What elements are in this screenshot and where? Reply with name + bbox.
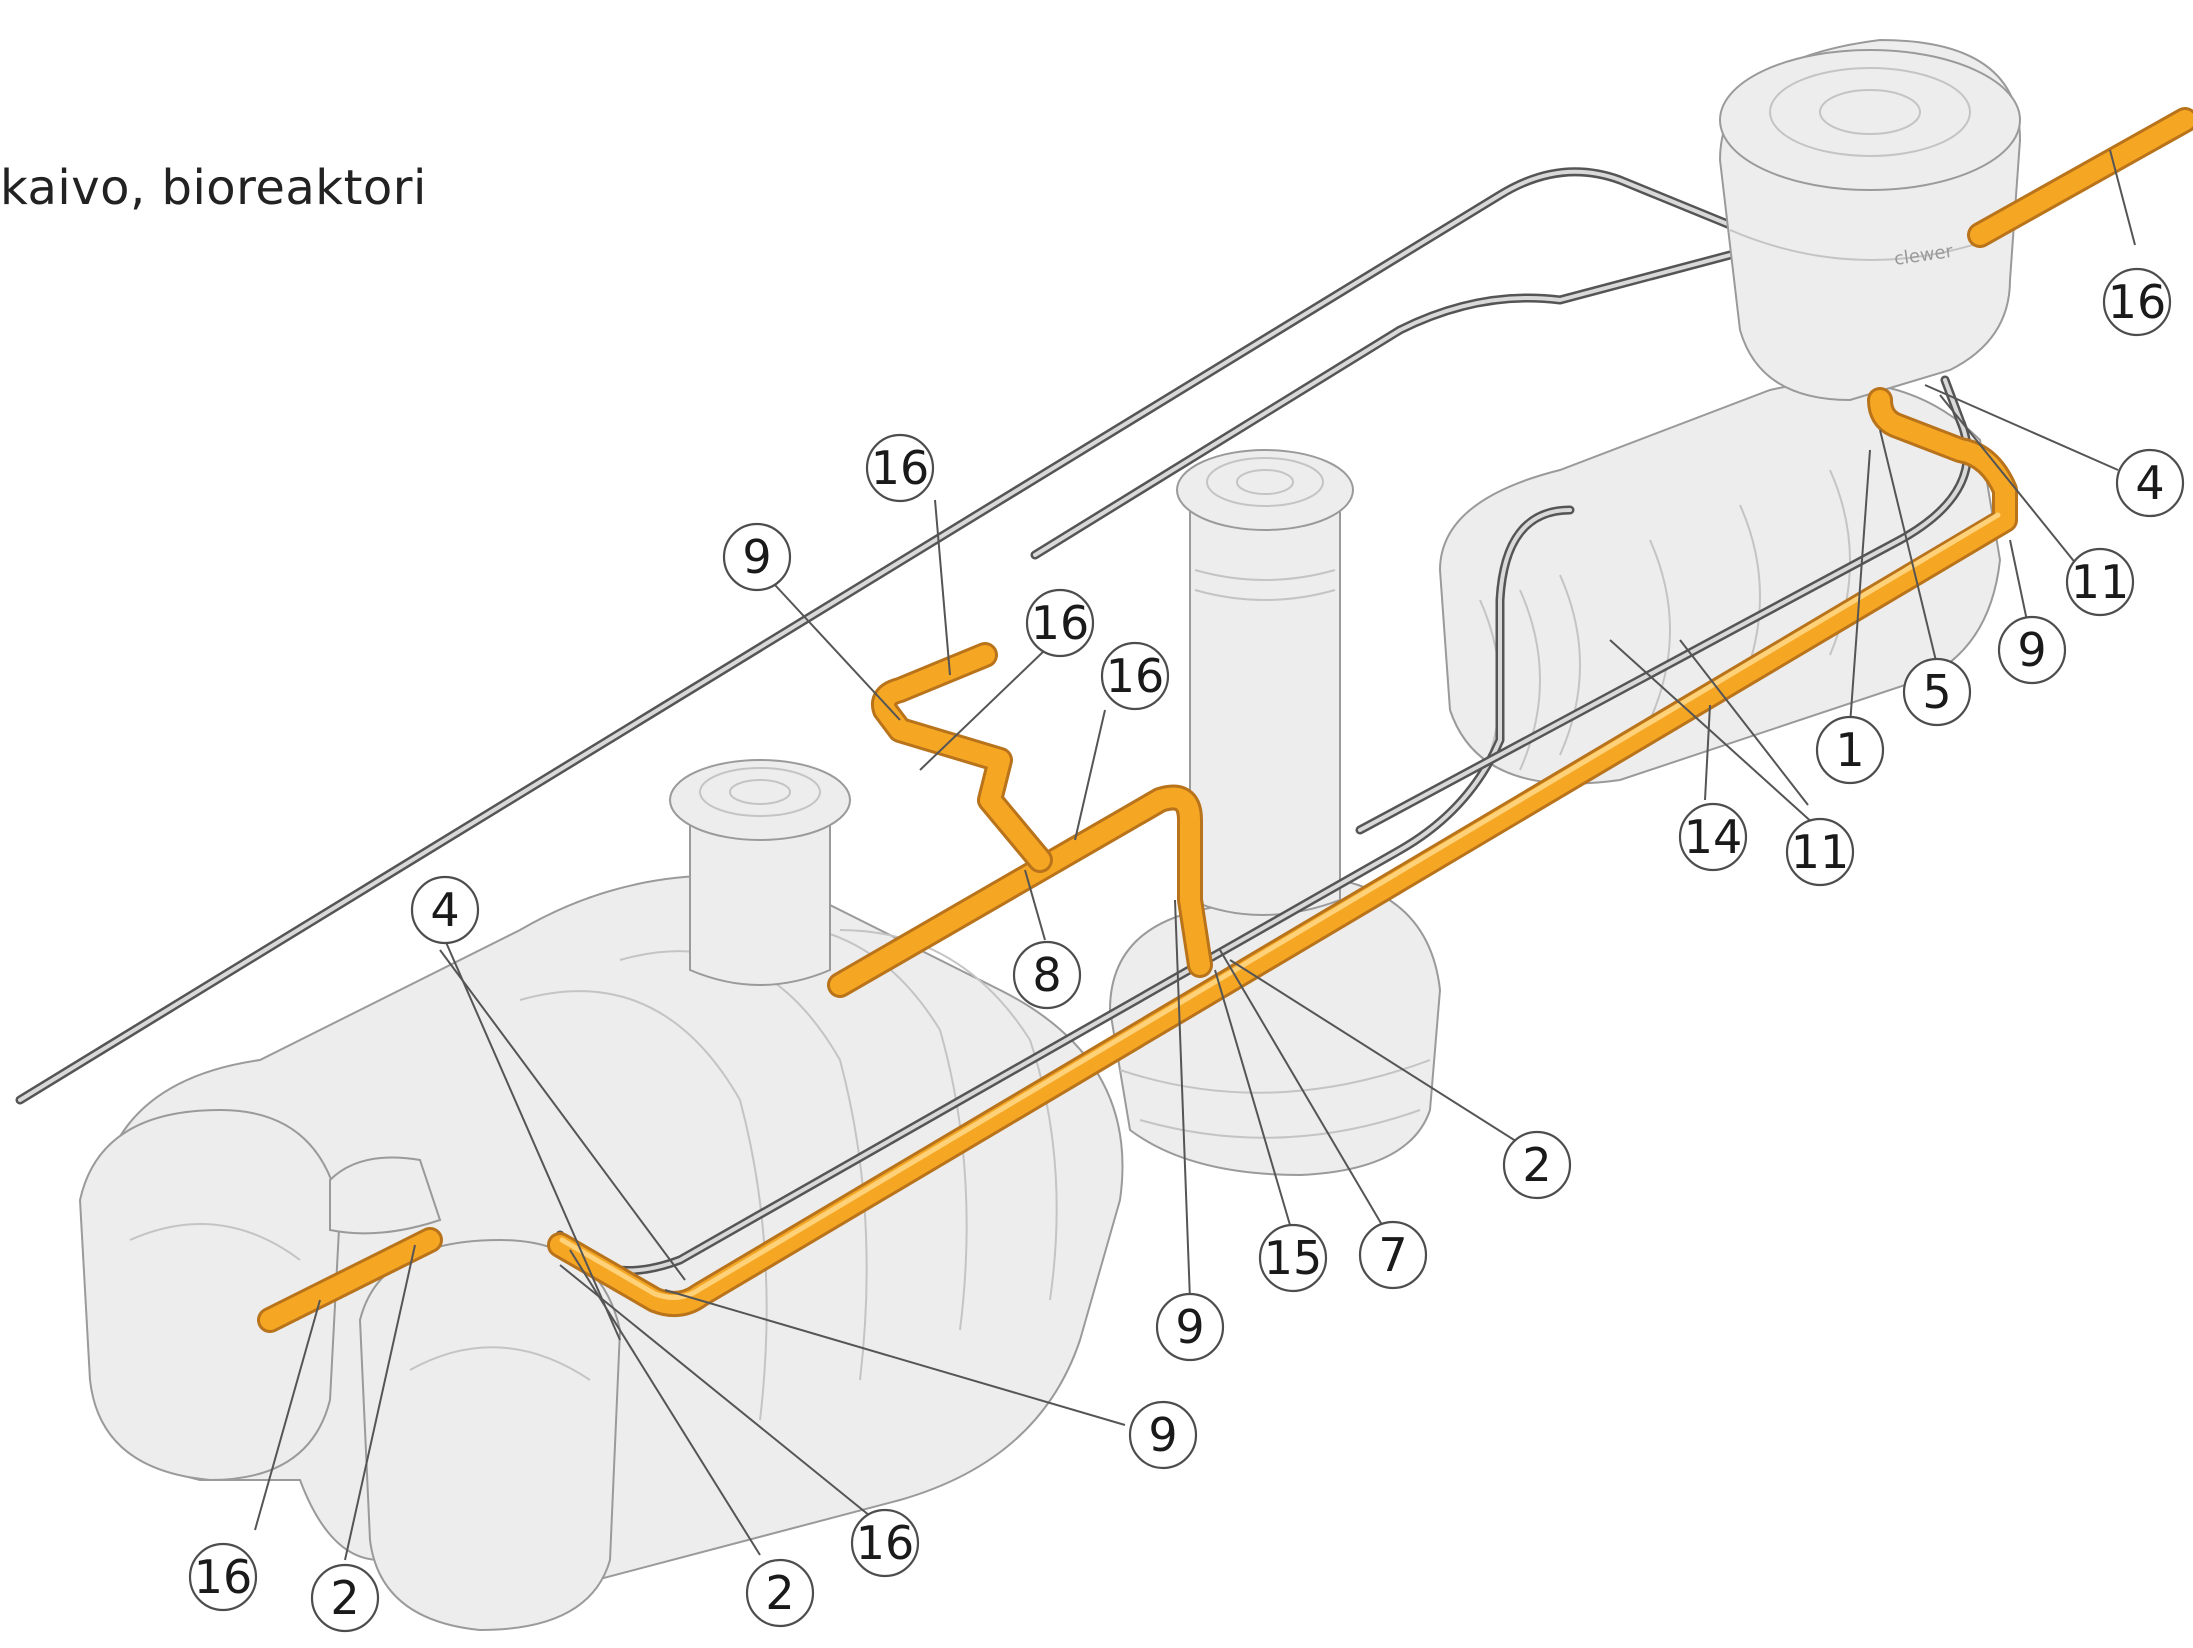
callout-9: 9 (1128, 1400, 1198, 1470)
callout-16: 16 (2102, 267, 2172, 337)
callout-label: 16 (2108, 275, 2167, 329)
callout-14: 14 (1678, 802, 1748, 872)
callout-7: 7 (1358, 1220, 1428, 1290)
callout-label: 7 (1378, 1228, 1407, 1282)
callout-label: 1 (1835, 723, 1864, 777)
callout-5: 5 (1902, 657, 1972, 727)
callout-label: 5 (1922, 665, 1951, 719)
top-cable (15, 167, 1735, 1105)
callout-9: 9 (722, 522, 792, 592)
callout-label: 4 (2135, 456, 2164, 510)
callout-15: 15 (1258, 1223, 1328, 1293)
callout-label: 9 (1175, 1300, 1204, 1354)
callout-label: 16 (1031, 596, 1090, 650)
callout-16: 16 (850, 1508, 920, 1578)
callout-label: 9 (2017, 623, 2046, 677)
leader-lines (254, 149, 2136, 1561)
callout-2: 2 (745, 1558, 815, 1628)
callout-label: 11 (1791, 825, 1850, 879)
callout-1: 1 (1815, 715, 1885, 785)
orange-pipes (257, 107, 2193, 1333)
callout-4: 4 (2115, 448, 2185, 518)
callout-16: 16 (188, 1542, 258, 1612)
callout-16: 16 (1025, 588, 1095, 658)
callout-4: 4 (410, 875, 480, 945)
callout-label: 16 (1106, 649, 1165, 703)
callout-label: 16 (871, 441, 930, 495)
callout-label: 2 (765, 1566, 794, 1620)
callout-label: 11 (2071, 555, 2130, 609)
callout-label: 2 (1522, 1138, 1551, 1192)
bioreactor-tank: clewer (1438, 38, 2022, 785)
callout-label: 16 (194, 1550, 253, 1604)
callout-label: 8 (1032, 948, 1061, 1002)
callout-2: 2 (1502, 1130, 1572, 1200)
callout-label: 2 (330, 1571, 359, 1625)
callouts: 16 9 16 16 8 4 16 4 11 9 5 1 14 11 2 15 … (188, 267, 2185, 1633)
callout-9: 9 (1155, 1292, 1225, 1362)
callout-16: 16 (1100, 641, 1170, 711)
callout-label: 9 (1148, 1408, 1177, 1462)
callout-11: 11 (1785, 817, 1855, 887)
callout-label: 16 (856, 1516, 915, 1570)
callout-11: 11 (2065, 547, 2135, 617)
callout-label: 9 (742, 530, 771, 584)
callout-16: 16 (865, 433, 935, 503)
diagram-caption: kaivo, bioreaktori (0, 160, 427, 216)
callout-8: 8 (1012, 940, 1082, 1010)
callout-label: 15 (1264, 1231, 1323, 1285)
callout-label: 14 (1684, 810, 1743, 864)
septic-tank (78, 759, 1124, 1632)
callout-9: 9 (1997, 615, 2067, 685)
callout-label: 4 (430, 883, 459, 937)
callout-2: 2 (310, 1563, 380, 1633)
